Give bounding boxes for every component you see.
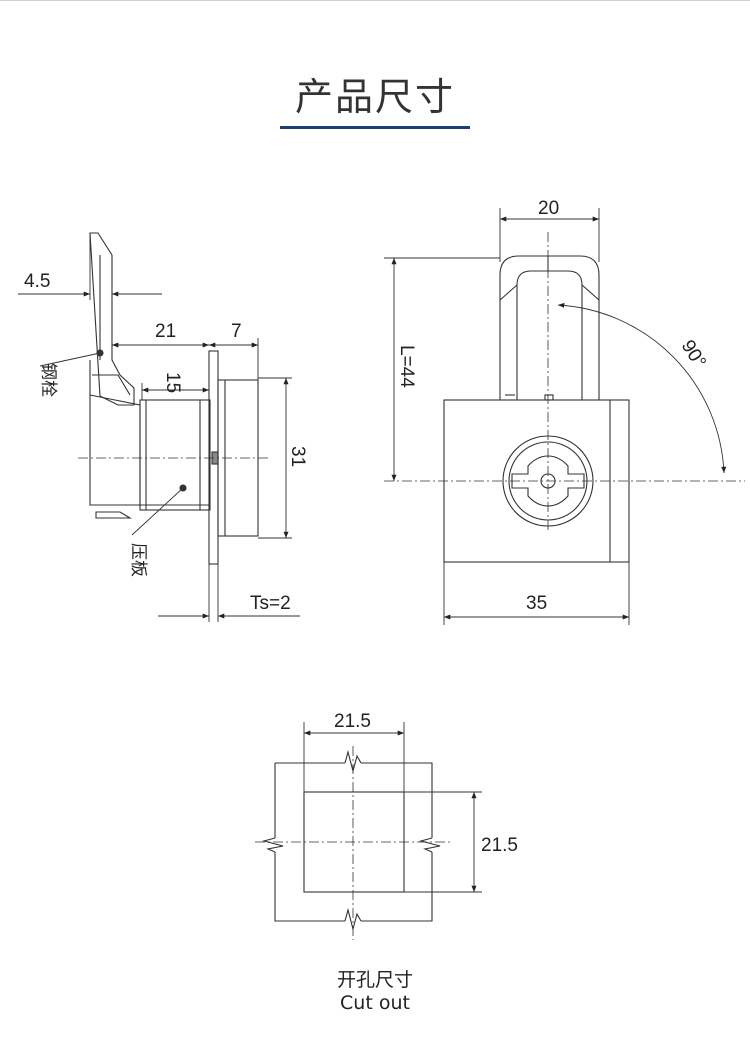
dim-35: 35 [526, 593, 547, 614]
dim-4-5: 4.5 [24, 271, 50, 292]
dim-7: 7 [231, 321, 242, 342]
side-body [139, 399, 211, 511]
cutout-dim-height: 21.5 [481, 835, 518, 856]
dim-31: 31 [287, 446, 308, 467]
label-pressure-plate: 压板 [129, 543, 148, 577]
front-view [384, 232, 745, 563]
top-border [0, 0, 750, 1]
cutout-dimensions [303, 722, 482, 893]
page-title: 产品尺寸 [294, 75, 455, 119]
rotation-arc [557, 302, 727, 474]
dim-21: 21 [155, 321, 176, 342]
cutout-caption-en: Cut out [340, 992, 410, 1014]
side-hub [89, 360, 141, 506]
cutout-view [255, 746, 450, 940]
key-slot [511, 455, 585, 507]
title-underline [280, 126, 470, 129]
front-handle [499, 255, 600, 400]
dim-length: L=44 [396, 345, 417, 388]
side-view [78, 232, 268, 565]
panel-outline [274, 762, 433, 922]
cutout-caption-cn: 开孔尺寸 [336, 969, 413, 991]
front-dimensions [384, 208, 630, 625]
cutout-dim-width: 21.5 [334, 711, 371, 732]
side-handle [89, 232, 135, 406]
dim-ts: Ts=2 [250, 593, 291, 614]
dim-20: 20 [538, 198, 559, 219]
label-steel-bolt: 钢栓 [39, 363, 58, 397]
dim-15: 15 [162, 372, 183, 393]
side-dimensions [18, 233, 300, 622]
